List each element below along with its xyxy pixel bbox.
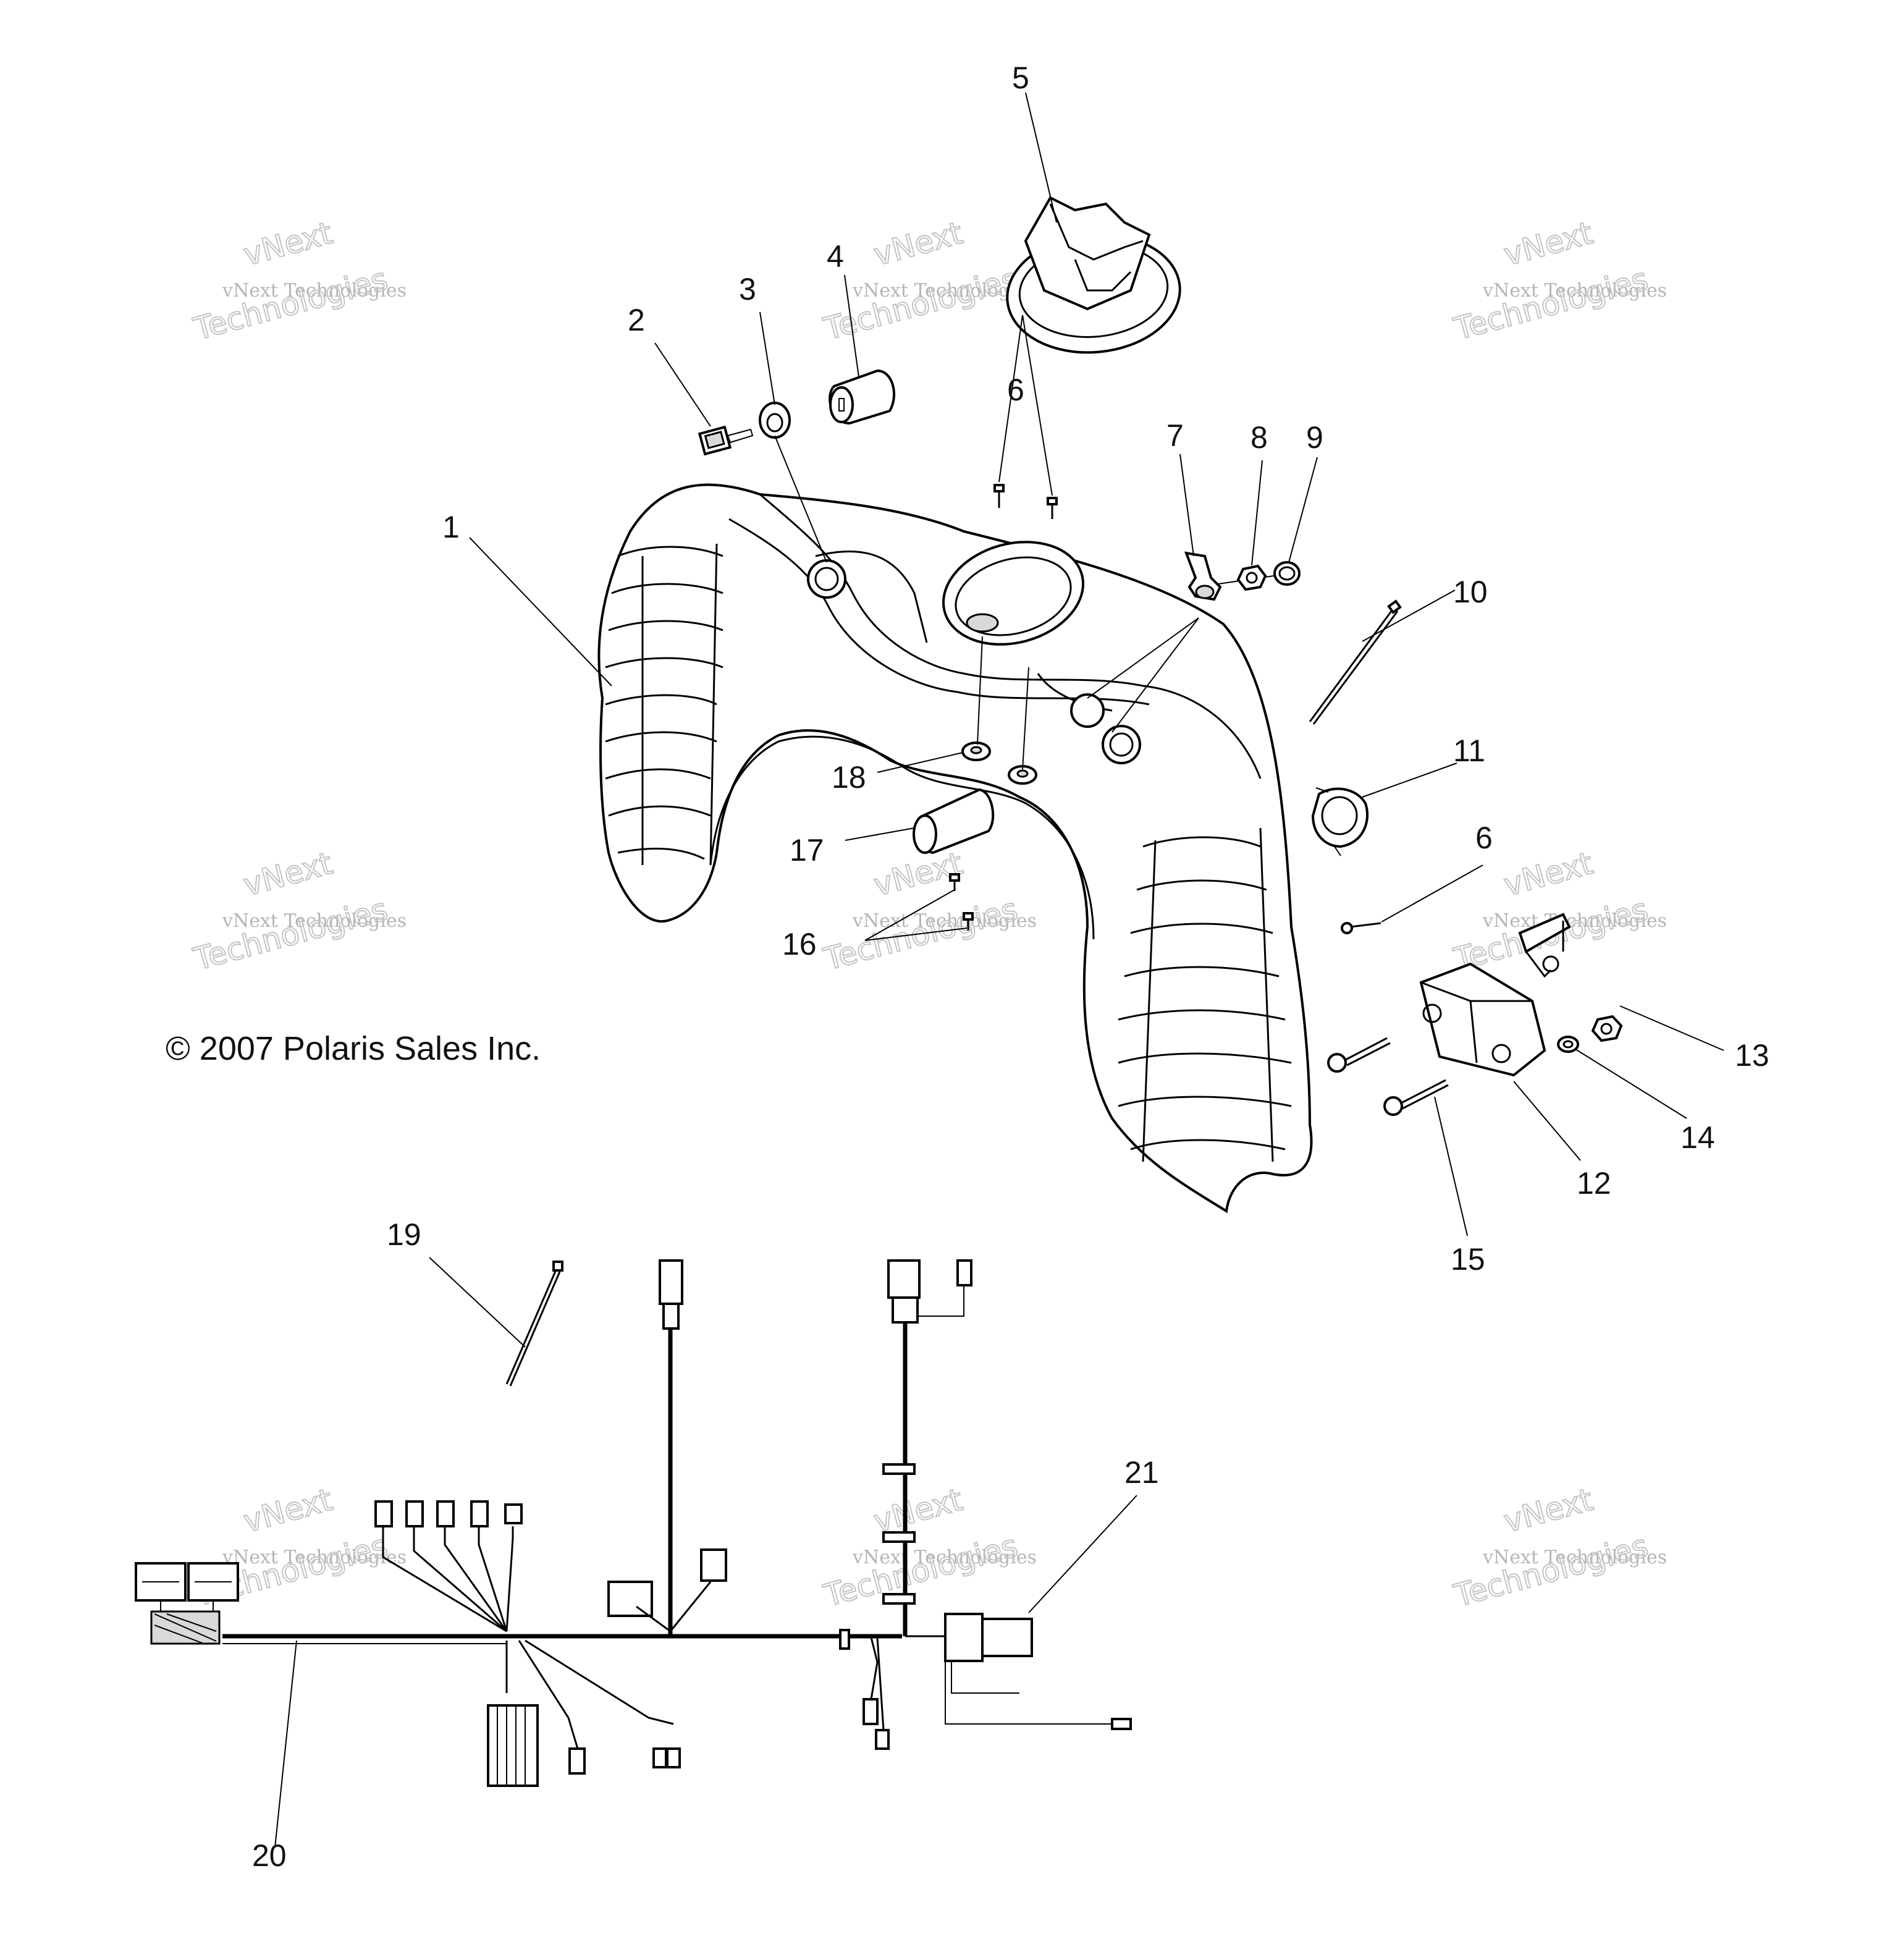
callout-11: 11 [1453,733,1485,768]
callout-2: 2 [628,303,645,337]
key-switch [759,402,791,439]
callout-4: 4 [827,239,844,274]
left-louvers [605,543,723,866]
bolts-15 [1327,1037,1449,1116]
screws-16 [949,873,974,931]
nut-8 [1236,564,1267,591]
nut-13 [1591,1015,1623,1042]
watermark-text: vNext Technologies [1482,910,1667,932]
watermark-technologies: Technologies [820,1527,1021,1613]
hood-switch-hole-right-2 [1102,725,1141,764]
leader-lines [469,92,1724,1236]
ring-9 [1273,561,1301,586]
pod-hole [966,613,999,633]
watermark-text: vNext Technologies [222,280,407,302]
gauge-cover [1006,196,1181,354]
watermark-technologies: Technologies [1450,261,1651,347]
callout-19: 19 [387,1217,421,1252]
callout-20: 20 [252,1838,287,1873]
watermark-vnext: vNext [1500,845,1596,903]
callout-6-right: 6 [1475,821,1493,855]
watermark-technologies: Technologies [190,261,391,347]
module-bracket [1518,913,1571,978]
watermark-text: vNext Technologies [852,1547,1037,1568]
watermark-text: vNext Technologies [1482,280,1667,302]
callout-17: 17 [790,833,824,868]
ignition-key [698,425,754,456]
screws-top [993,484,1058,519]
watermark-text: vNext Technologies [1482,1547,1667,1568]
watermark-vnext: vNext [1500,215,1596,273]
watermark-technologies: Technologies [820,891,1021,977]
callout-16: 16 [782,927,817,961]
callout-15: 15 [1451,1242,1485,1277]
watermark-vnext: vNext [870,215,966,273]
watermark-vnext: vNext [870,1482,966,1540]
callout-labels: 1 2 3 4 5 6 6 7 8 9 10 11 12 13 14 15 16… [252,61,1769,1873]
callout-9: 9 [1306,420,1323,455]
watermark-text: vNext Technologies [852,280,1037,302]
console-hood [597,483,1313,1214]
watermark-vnext: vNext [240,215,336,273]
washer-14 [1557,1036,1579,1053]
watermark-technologies: Technologies [190,891,391,977]
callout-6-top: 6 [1007,373,1024,407]
watermark-text: vNext Technologies [852,910,1037,932]
callout-12: 12 [1577,1166,1611,1201]
electronic-module [1419,962,1546,1077]
right-louvers [1118,827,1292,1162]
watermark-text: vNext Technologies [222,910,407,932]
bulb-17 [913,788,995,855]
watermark-vnext: vNext [240,1482,336,1540]
wiring-harness [135,1257,1137,1848]
callout-5: 5 [1012,61,1029,95]
callout-14: 14 [1681,1120,1715,1155]
watermark-vnext: vNext [240,845,336,903]
watermark-text: vNext Technologies [222,1547,407,1568]
copyright-notice: © 2007 Polaris Sales Inc. [166,1030,541,1067]
callout-10: 10 [1453,575,1488,609]
callout-1: 1 [442,510,460,544]
grommets-18 [961,741,1037,785]
switch-with-wire [1184,551,1283,601]
callout-8: 8 [1251,420,1268,455]
hood-switch-hole-left [807,559,846,599]
cable-tie-10 [1309,599,1402,725]
watermark-vnext: vNext [1500,1482,1596,1540]
callout-3: 3 [739,272,756,306]
hood-switch-hole-right-1 [1070,693,1105,728]
bezel-11 [1311,787,1369,856]
callout-18: 18 [832,760,866,795]
bolt-6-right [1341,922,1381,934]
watermark-technologies: Technologies [1450,1527,1651,1613]
callout-13: 13 [1735,1038,1769,1073]
callout-21: 21 [1124,1455,1159,1490]
watermark-group: vNext vNext Technologies Technologies vN… [189,214,1667,1615]
callout-7: 7 [1166,418,1184,453]
watermark-technologies: Technologies [820,261,1021,347]
switch-cylinder [829,369,896,425]
